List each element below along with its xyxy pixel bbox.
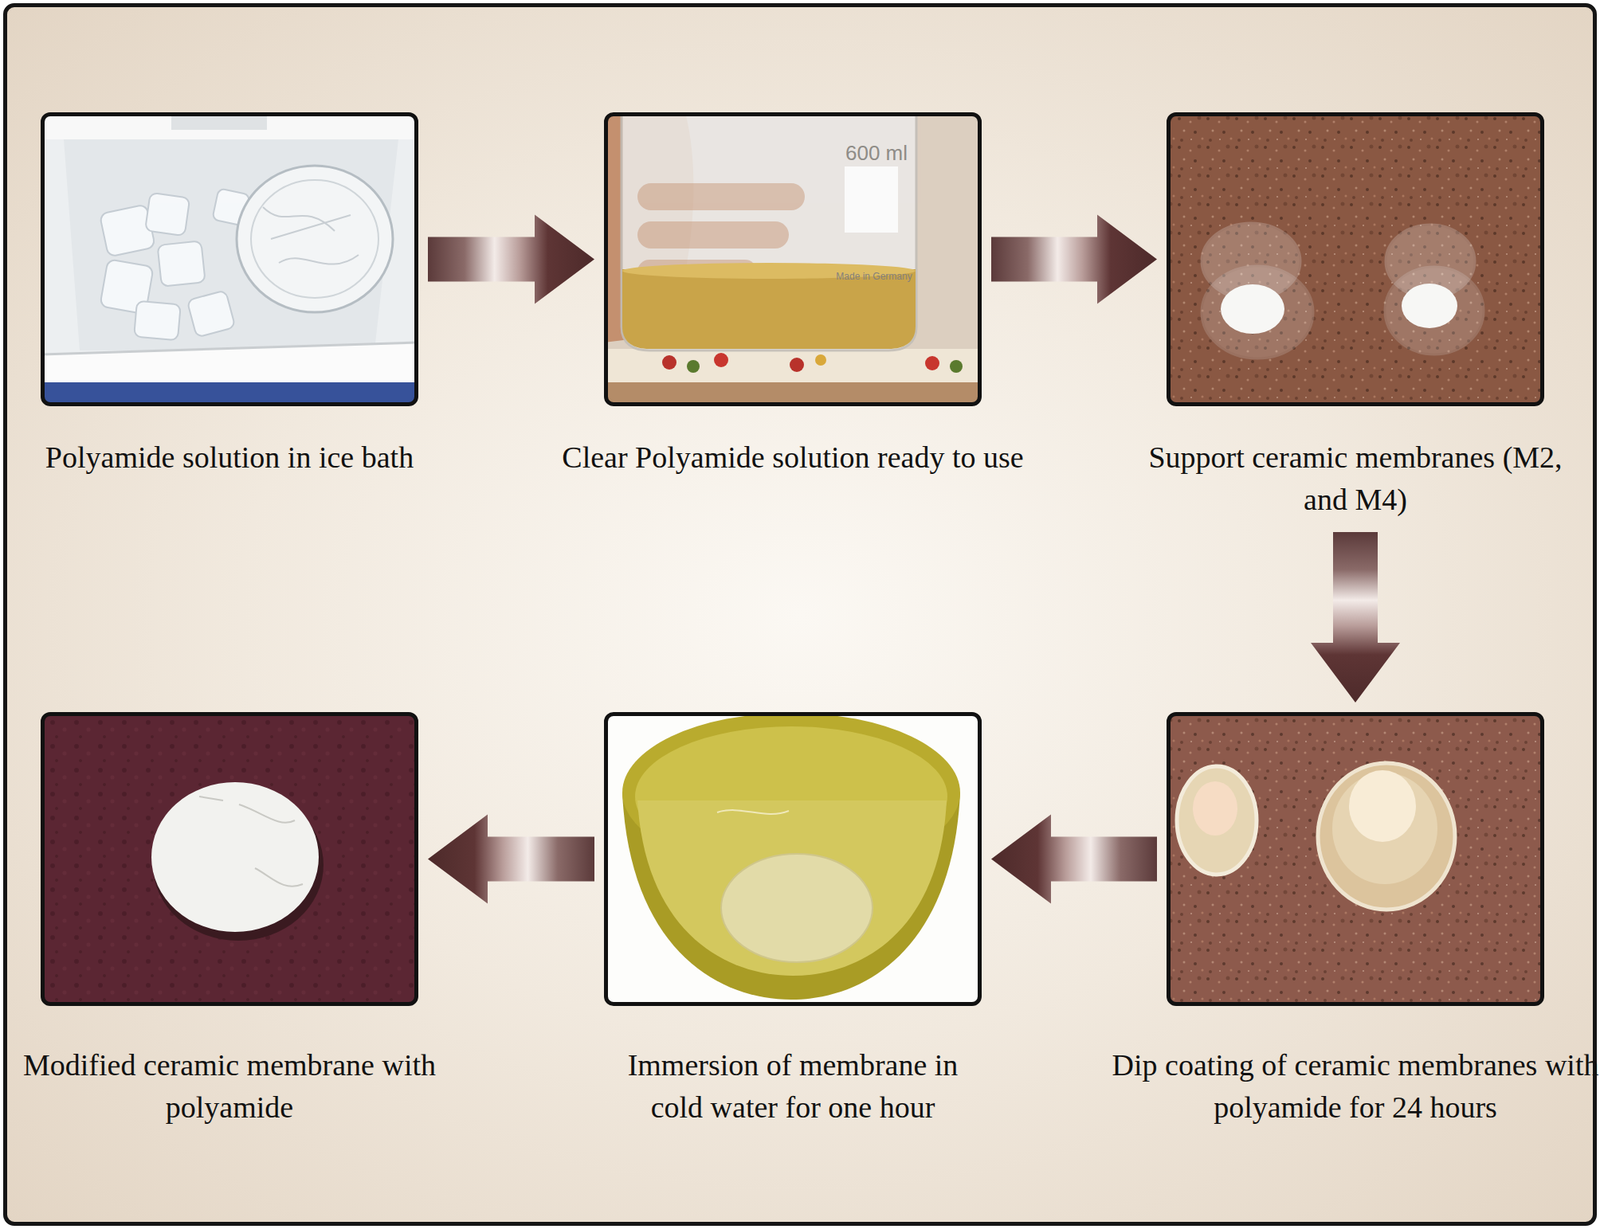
flow-arrow — [991, 215, 1157, 305]
step-caption: Immersion of membrane in cold water for … — [605, 1044, 981, 1130]
photo-frame — [603, 112, 982, 407]
photo-step: Immersion of membrane in cold water for … — [603, 712, 982, 1130]
photo-frame — [603, 712, 982, 1007]
step-caption: Polyamide solution in ice bath — [0, 436, 509, 479]
photo-text: Made in Germany — [835, 270, 912, 283]
photo-frame — [40, 112, 419, 407]
photo-frame — [1166, 712, 1545, 1007]
photo-step: Modified ceramic membrane with polyamide — [40, 712, 419, 1130]
step-caption: Support ceramic membranes (M2, and M4) — [1140, 436, 1571, 522]
photo-frame — [1166, 112, 1545, 407]
photo-step: Clear Polyamide solution ready to use — [603, 112, 982, 479]
photo-frame — [40, 712, 419, 1007]
step-caption: Dip coating of ceramic membranes with po… — [1108, 1044, 1600, 1130]
photo-step: Dip coating of ceramic membranes with po… — [1166, 712, 1545, 1130]
photo-text: 600 ml — [845, 141, 908, 166]
step-caption: Clear Polyamide solution ready to use — [505, 436, 1080, 479]
flow-arrow — [1310, 532, 1400, 703]
flow-arrow — [991, 815, 1157, 905]
flow-arrow — [427, 815, 595, 905]
step-caption: Modified ceramic membrane with polyamide — [22, 1044, 437, 1130]
photo-step: Polyamide solution in ice bath — [40, 112, 419, 479]
flow-arrow — [427, 215, 595, 305]
photo-step: Support ceramic membranes (M2, and M4) — [1166, 112, 1545, 522]
